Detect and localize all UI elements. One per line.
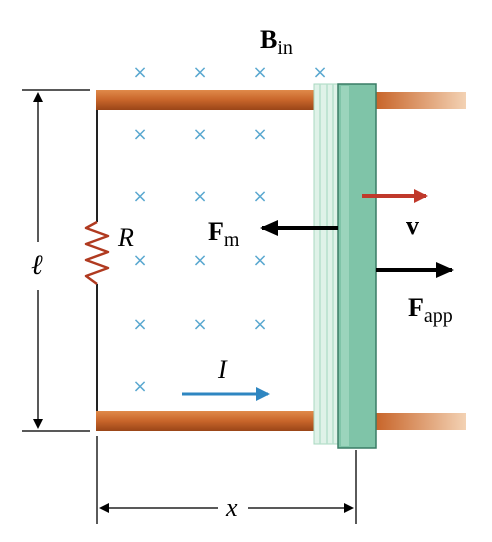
magnetic-force-label: Fm <box>208 217 240 251</box>
field-subscript: in <box>277 37 293 59</box>
top-rail-extension <box>376 92 466 109</box>
velocity-label: v <box>406 211 419 240</box>
resistor-zigzag <box>84 220 110 286</box>
field-marker: × <box>252 62 267 83</box>
field-marker: × <box>132 376 147 397</box>
field-marker: × <box>132 314 147 335</box>
field-marker: × <box>132 186 147 207</box>
applied-force-label: Fapp <box>408 293 453 327</box>
bottom-rail-extension <box>376 413 466 430</box>
sliding-bar-highlight <box>341 86 349 446</box>
field-symbol: B <box>260 25 277 54</box>
field-marker: × <box>192 124 207 145</box>
top-rail <box>96 90 340 110</box>
magnetic-field-label: Bin <box>260 25 293 59</box>
current-label: I <box>217 355 228 384</box>
field-marker: × <box>252 314 267 335</box>
field-marker: × <box>312 62 327 83</box>
field-marker: × <box>132 62 147 83</box>
bar-motion-trail <box>313 83 339 445</box>
field-marker: × <box>252 124 267 145</box>
field-marker: × <box>192 186 207 207</box>
field-marker: × <box>252 186 267 207</box>
applied-force-subscript: app <box>424 305 453 327</box>
field-markers: × × × × × × × × × × × × × × × × × <box>132 62 327 397</box>
field-marker: × <box>192 314 207 335</box>
magnetic-force-subscript: m <box>224 229 240 251</box>
distance-label: x <box>225 493 238 522</box>
applied-force-symbol: F <box>408 293 424 322</box>
field-marker: × <box>192 250 207 271</box>
length-label: ℓ <box>31 250 43 281</box>
field-marker: × <box>252 250 267 271</box>
bottom-rail <box>96 411 340 431</box>
field-marker: × <box>192 62 207 83</box>
magnetic-force-symbol: F <box>208 217 224 246</box>
field-marker: × <box>132 250 147 271</box>
resistor-label: R <box>117 223 134 252</box>
field-marker: × <box>132 124 147 145</box>
